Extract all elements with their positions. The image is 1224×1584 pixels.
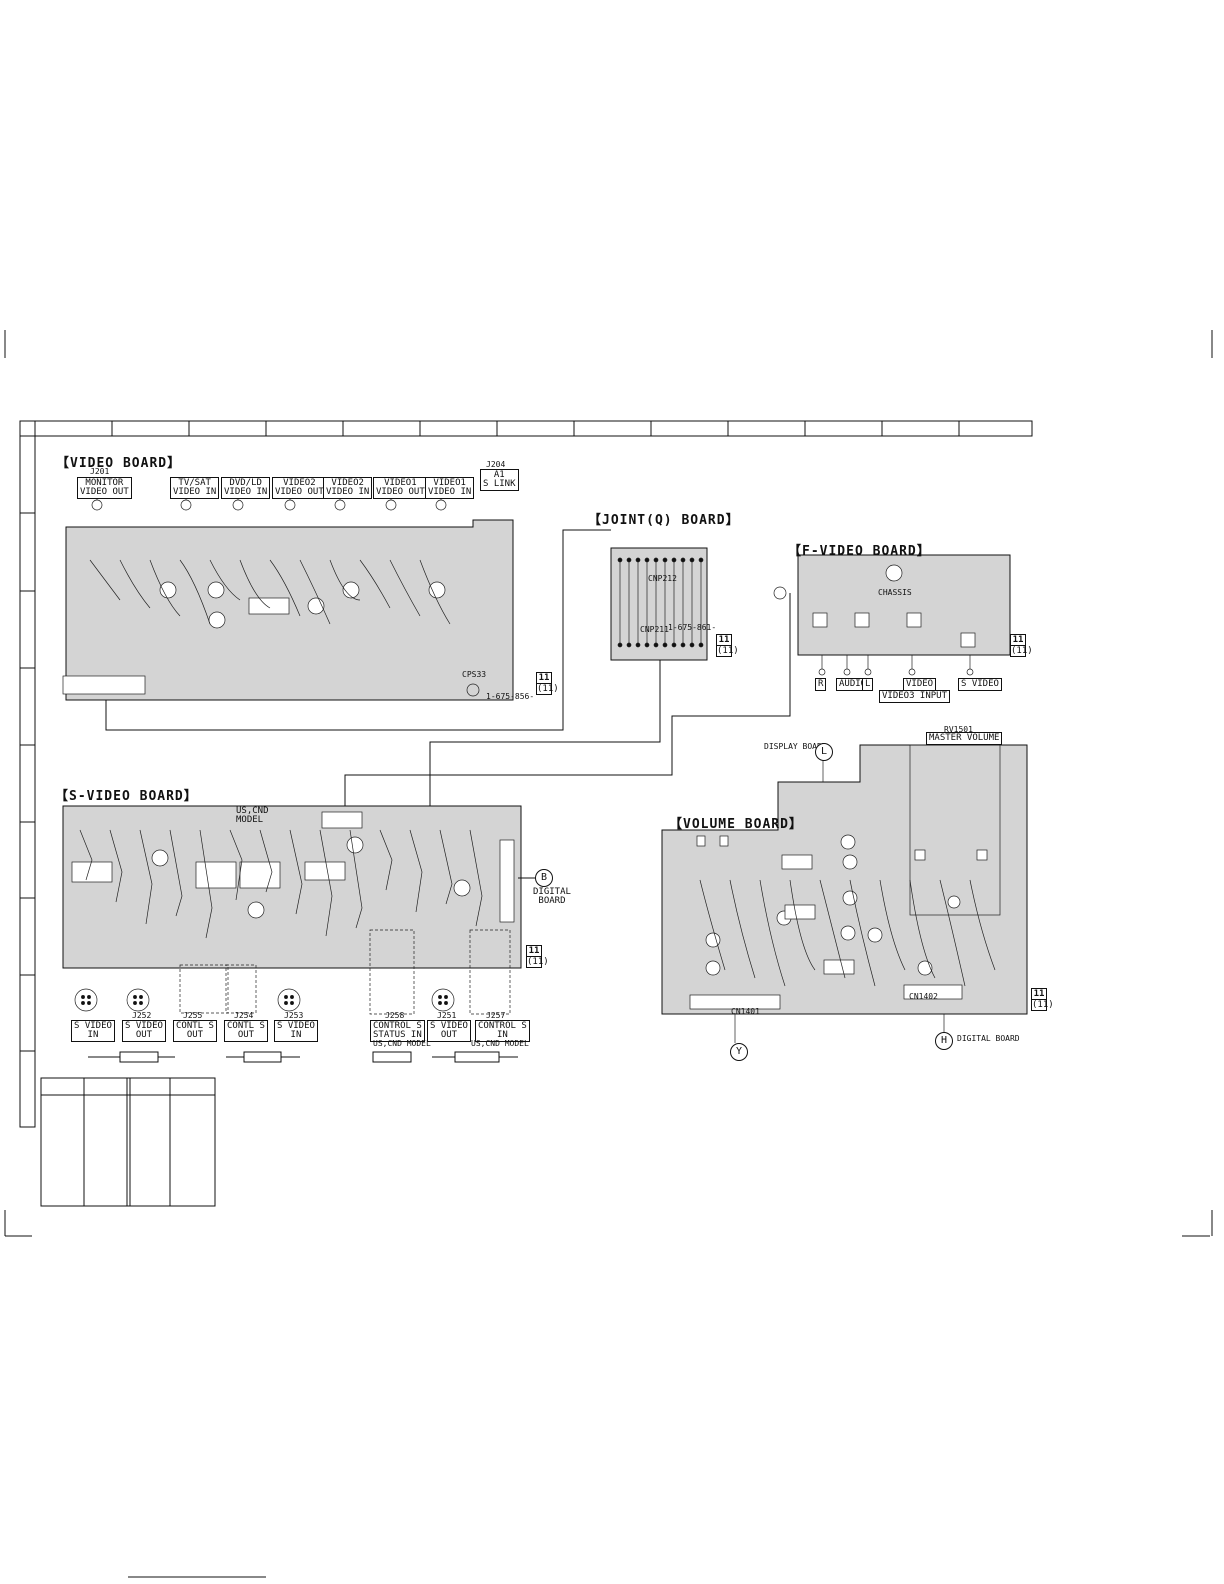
svideo-jack-svideo-out-1: S VIDEO OUT: [122, 1020, 166, 1042]
joint-cn-bottom: CNP211: [640, 625, 669, 634]
joint-page-ref: 11(11): [716, 634, 739, 657]
volume-display-board-label: DISPLAY BOARD: [764, 742, 827, 751]
fvideo-jack-svideo: S VIDEO: [958, 678, 1002, 691]
volume-cn-right: CN1402: [909, 992, 938, 1001]
svideo-digital-board-label: DIGITAL BOARD: [533, 887, 571, 906]
video-board-title: 【VIDEO BOARD】: [56, 456, 182, 471]
svideo-page-ref: 11(11): [526, 945, 549, 968]
svideo-jack-svideo-out-2: S VIDEO OUT: [427, 1020, 471, 1042]
jack-label-dvdld-video-in: DVD/LD VIDEO IN: [221, 477, 271, 499]
svideo-jack-control-s-in: CONTROL S IN: [475, 1020, 530, 1042]
j201-ref: J201: [90, 467, 110, 476]
video-part-number: 1-675-856-: [486, 692, 535, 701]
svideo-jack-contl-s-out-2: CONTL S OUT: [224, 1020, 268, 1042]
fvideo-page-ref: 11(11): [1010, 634, 1033, 657]
svideo-us-model-label-1: US,CND MODEL: [373, 1039, 431, 1048]
j204-ref: J204: [486, 460, 506, 469]
j204-label: A1 S LINK: [480, 469, 519, 491]
volume-board-outline: [661, 744, 1028, 1015]
svideo-jack-svideo-in-2: S VIDEO IN: [274, 1020, 318, 1042]
video-ps-ref: CPS33: [462, 670, 487, 679]
j257-ref: J257: [486, 1011, 506, 1020]
volume-master-label: MASTER VOLUME: [926, 732, 1003, 745]
volume-cn-left: CN1401: [731, 1007, 760, 1016]
j254-ref: J254: [234, 1011, 254, 1020]
connector-y: Y: [730, 1043, 748, 1061]
volume-digital-board-label: DIGITAL BOARD: [957, 1034, 1020, 1043]
svideo-jack-control-s-status-in: CONTROL S STATUS IN: [370, 1020, 425, 1042]
jack-label-tvsat-video-in: TV/SAT VIDEO IN: [170, 477, 220, 499]
volume-page-ref-num: 11: [1033, 989, 1045, 999]
connector-l: L: [815, 743, 833, 761]
volume-page-ref-sub: (11): [1032, 999, 1054, 1010]
fvideo-jack-audio: AUDIO: [836, 678, 870, 691]
video-page-ref-num: 11: [538, 673, 550, 683]
video-board-outline: [65, 519, 514, 701]
fvideo-jack-l: L: [862, 678, 874, 691]
svideo-board-title: 【S-VIDEO BOARD】: [55, 789, 198, 804]
svideo-page-ref-num: 11: [528, 946, 540, 956]
fvideo-page-ref-num: 11: [1012, 635, 1024, 645]
jack-label-video1-video-in: VIDEO1 VIDEO IN: [425, 477, 475, 499]
joint-page-ref-num: 11: [718, 635, 730, 645]
svideo-page-ref-sub: (11): [527, 956, 549, 967]
j252-ref: J252: [132, 1011, 152, 1020]
volume-rv-ref: RV1501: [944, 725, 973, 734]
joint-board-title: 【JOINT(Q) BOARD】: [588, 513, 740, 528]
j255-ref: J255: [183, 1011, 203, 1020]
fvideo-group-label: VIDEO3 INPUT: [879, 690, 951, 703]
joint-board-outline: [610, 547, 708, 661]
svideo-us-model-label-2: US,CND MODEL: [471, 1039, 529, 1048]
fvideo-page-ref-sub: (11): [1011, 645, 1033, 656]
joint-part-number: 1-675-861-: [668, 623, 717, 632]
svideo-board-outline: [62, 805, 522, 969]
connector-b: B: [535, 869, 553, 887]
jack-label-video1-video-out: VIDEO1 VIDEO OUT: [373, 477, 428, 499]
video-page-ref: 11(11): [536, 672, 559, 695]
joint-page-ref-sub: (11): [717, 645, 739, 656]
volume-board-title: 【VOLUME BOARD】: [669, 817, 803, 832]
j251-ref: J251: [437, 1011, 457, 1020]
video-page-ref-sub: (11): [537, 683, 559, 694]
connector-h: H: [935, 1032, 953, 1050]
fvideo-chassis: CHASSIS: [878, 588, 912, 597]
joint-cn-top: CNP212: [648, 574, 677, 583]
svideo-us-note: US,CND MODEL: [236, 806, 269, 825]
jack-label-video2-video-in: VIDEO2 VIDEO IN: [323, 477, 373, 499]
j258-ref: J258: [385, 1011, 405, 1020]
fvideo-board-outline: [797, 554, 1011, 656]
svideo-jack-svideo-in-1: S VIDEO IN: [71, 1020, 115, 1042]
fvideo-board-title: 【F-VIDEO BOARD】: [788, 544, 931, 559]
fvideo-jack-r: R: [815, 678, 827, 691]
jack-label-video2-video-out: VIDEO2 VIDEO OUT: [272, 477, 327, 499]
volume-page-ref: 11(11): [1031, 988, 1054, 1011]
svideo-jack-contl-s-out-1: CONTL S OUT: [173, 1020, 217, 1042]
jack-label-monitor-video-out: MONITOR VIDEO OUT: [77, 477, 132, 499]
j253-ref: J253: [284, 1011, 304, 1020]
